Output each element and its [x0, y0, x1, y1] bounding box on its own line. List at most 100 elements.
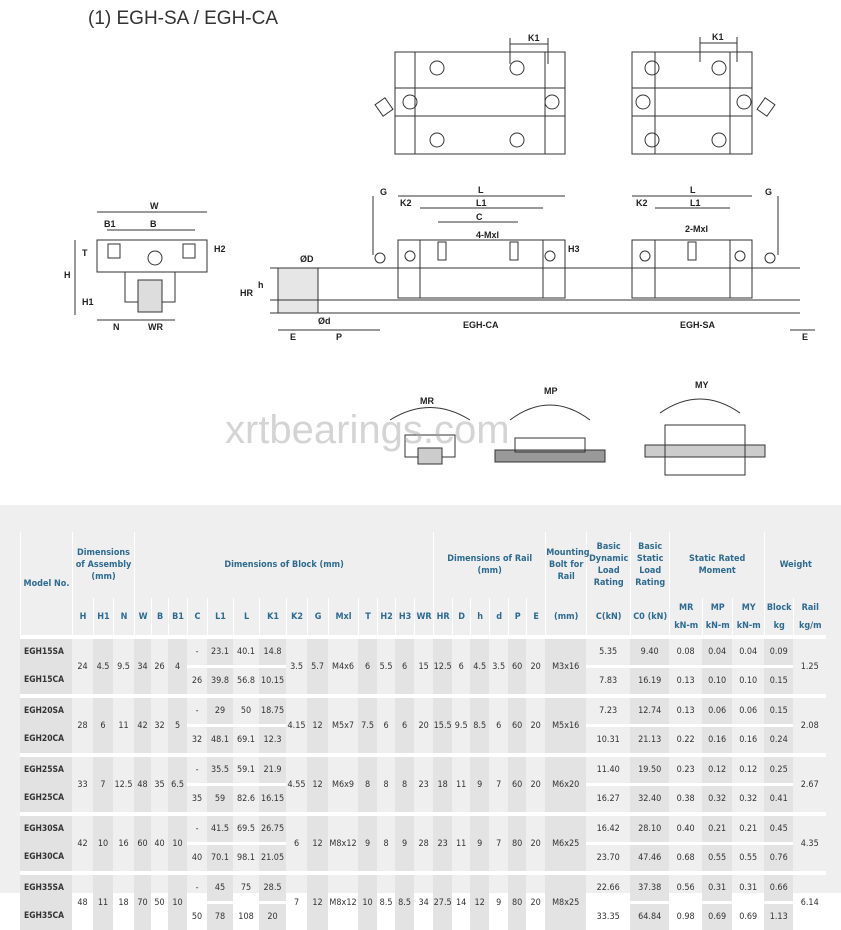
model-cell: EGH25SA	[20, 753, 72, 783]
cell-rating: 0.06	[732, 694, 765, 724]
model-cell: EGH15CA	[20, 665, 72, 694]
model-cell: EGH30CA	[20, 842, 72, 871]
cell-block-dim: 32	[187, 724, 208, 753]
cell-bolt: M8x25	[545, 871, 587, 930]
watermark: xrtbearings.com	[225, 408, 510, 452]
cell-rating: 7.23	[586, 694, 631, 724]
cell-t: 9	[358, 812, 378, 871]
column-header: D	[452, 598, 470, 635]
cell-rating: 16.19	[630, 665, 670, 694]
header-rail: Dimensions of Rail (mm)	[433, 532, 545, 598]
column-header: (mm)	[545, 598, 586, 635]
cell-d: 11	[452, 812, 471, 871]
cell-bolt: M6x20	[545, 753, 587, 812]
cell-h: 12	[470, 871, 490, 930]
cell-rating: 19.50	[630, 753, 670, 783]
cell-block-dim: -	[187, 753, 208, 783]
column-header: L1	[207, 598, 233, 635]
svg-text:K1: K1	[528, 33, 540, 43]
column-header: W	[134, 598, 151, 635]
cell-rating: 0.21	[702, 812, 733, 842]
column-header: E	[526, 598, 545, 635]
cell-rating: 21.13	[630, 724, 670, 753]
svg-text:MR: MR	[420, 396, 434, 406]
cell-k2: 3.5	[286, 635, 308, 694]
cell-rating: 0.38	[669, 783, 703, 812]
cell-rail-weight: 6.14	[793, 871, 827, 930]
cell-block-dim: -	[187, 694, 208, 724]
cell-block-dim: 35	[187, 783, 208, 812]
cell-d: 3.5	[489, 635, 509, 694]
svg-text:MY: MY	[695, 380, 709, 390]
cell-b: 40	[151, 812, 169, 871]
cell-t: 6	[358, 635, 378, 694]
cell-rating: 28.10	[630, 812, 670, 842]
cell-rating: 0.55	[732, 842, 765, 871]
svg-text:2-Mxl: 2-Mxl	[685, 224, 708, 234]
cell-block-dim: 18.75	[259, 694, 287, 724]
cell-mxl: M8x12	[328, 812, 359, 871]
svg-text:C: C	[476, 212, 483, 222]
cell-rating: 0.16	[702, 724, 733, 753]
cell-block-dim: 45	[207, 871, 234, 901]
column-header: H2	[377, 598, 395, 635]
svg-text:Ød: Ød	[318, 316, 331, 326]
cell-b: 26	[151, 635, 169, 694]
column-unit: kN-m	[705, 620, 730, 631]
cell-h3: 6	[395, 694, 415, 753]
cell-block-dim: 50	[187, 901, 208, 930]
cell-rating: 0.15	[764, 694, 794, 724]
cell-mxl: M8x12	[328, 871, 359, 930]
model-cell: EGH35SA	[20, 871, 72, 901]
cell-block-dim: 50	[233, 694, 260, 724]
cell-g: 5.7	[307, 635, 329, 694]
cell-b1: 4	[168, 635, 188, 694]
cell-rating: 0.16	[732, 724, 765, 753]
svg-text:G: G	[765, 187, 772, 197]
column-header: B	[151, 598, 168, 635]
cell-rating: 23.70	[586, 842, 631, 871]
cell-block-dim: 26	[187, 665, 208, 694]
cell-rail-weight: 4.35	[793, 812, 827, 871]
header-block: Dimensions of Block (mm)	[134, 532, 433, 598]
cell-block-dim: 20	[259, 901, 287, 930]
column-header: C(kN)	[586, 598, 630, 635]
cell-bolt: M3x16	[545, 635, 587, 694]
svg-text:E: E	[290, 332, 296, 342]
column-symbol: MY	[741, 602, 756, 613]
cell-block-dim: 40	[187, 842, 208, 871]
cell-rating: 64.84	[630, 901, 670, 930]
cell-k2: 4.15	[286, 694, 308, 753]
cell-b1: 5	[168, 694, 188, 753]
svg-text:N: N	[113, 322, 120, 332]
column-unit: kN-m	[674, 620, 699, 631]
svg-text:W: W	[150, 201, 159, 211]
svg-text:h: h	[258, 280, 264, 290]
model-cell: EGH25CA	[20, 783, 72, 812]
cell-t: 7.5	[358, 694, 378, 753]
cell-rating: 0.04	[702, 635, 733, 665]
cell-rating: 0.68	[669, 842, 703, 871]
cell-rating: 0.45	[764, 812, 794, 842]
cell-h2: 5.5	[377, 635, 396, 694]
svg-text:4-Mxl: 4-Mxl	[476, 230, 499, 240]
cell-rating: 0.40	[669, 812, 703, 842]
cell-rating: 22.66	[586, 871, 631, 901]
cell-rating: 0.08	[669, 635, 703, 665]
svg-text:K1: K1	[712, 32, 724, 42]
cell-n: 18	[113, 871, 135, 930]
header-bolt: Mounting Bolt for Rail	[545, 532, 590, 598]
cell-p: 60	[508, 694, 527, 753]
cell-b1: 10	[168, 871, 188, 930]
cell-h: 42	[72, 812, 93, 871]
cell-d: 6	[452, 635, 471, 694]
cell-bolt: M6x25	[545, 812, 587, 871]
